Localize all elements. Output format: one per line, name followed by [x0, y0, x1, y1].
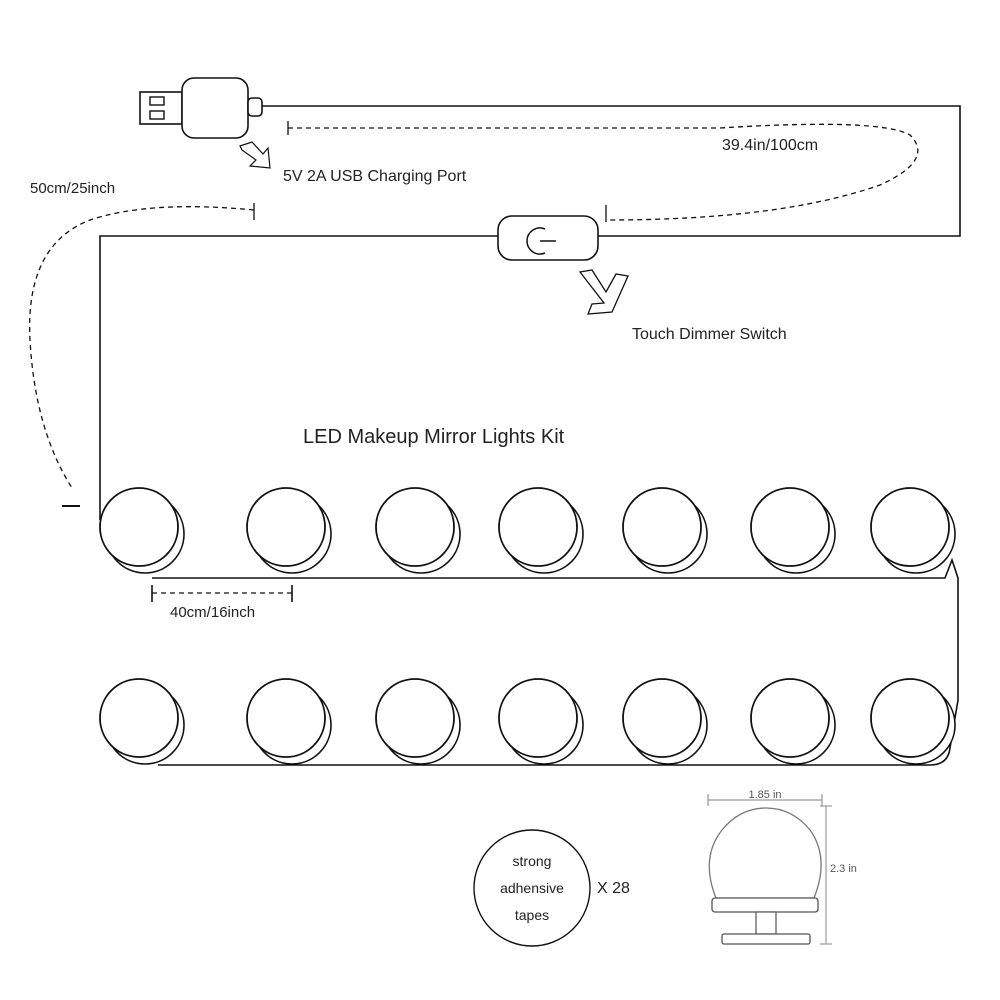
outlined-arrow-icon — [578, 269, 629, 315]
led-bulb-icon — [750, 678, 836, 765]
lead-length-measure: 50cm/25inch — [28, 180, 255, 507]
usb-port-label: 5V 2A USB Charging Port — [283, 168, 467, 185]
led-bulb-icon — [498, 678, 584, 765]
adhesive-tapes-badge: strong adhensive tapes — [473, 829, 591, 947]
led-bulb-icon — [246, 487, 332, 574]
led-bulb-icon — [622, 487, 708, 574]
led-bulb-icon — [750, 487, 836, 574]
led-bulb-icon — [375, 487, 461, 574]
diagram-title: LED Makeup Mirror Lights Kit — [303, 426, 565, 448]
bulb-width-label: 1.85 in — [748, 789, 781, 801]
led-bulb-icon — [99, 487, 185, 574]
bulb-detail: 1.85 in 2.3 in — [707, 789, 857, 945]
tapes-line-1: strong — [513, 853, 552, 869]
lead-length-label: 50cm/25inch — [30, 180, 115, 197]
led-bulb-icon — [99, 678, 185, 765]
led-bulb-icon — [375, 678, 461, 765]
outlined-arrow-icon — [239, 141, 271, 169]
dimmer-switch-label: Touch Dimmer Switch — [632, 326, 787, 343]
led-bulb-icon — [622, 678, 708, 765]
touch-switch-icon — [497, 215, 599, 261]
bulb-height-label: 2.3 in — [830, 863, 857, 875]
bulb-spacing-measure — [151, 585, 293, 602]
usb-plug-icon — [139, 77, 263, 139]
lead-cable — [99, 235, 498, 520]
tapes-line-3: tapes — [515, 907, 549, 923]
led-bulb-icon — [870, 487, 956, 574]
cable-length-measure — [287, 121, 919, 222]
led-bulb-icon — [498, 487, 584, 574]
led-bulb-icon — [246, 678, 332, 765]
tapes-count: X 28 — [597, 880, 630, 897]
led-bulb-icon — [870, 678, 956, 765]
bulb-spacing-label: 40cm/16inch — [170, 604, 255, 621]
power-cable — [262, 105, 961, 237]
bulb-row-cable — [152, 557, 959, 766]
bulbs-layer — [99, 487, 956, 765]
cable-length-label: 39.4in/100cm — [722, 137, 818, 154]
tapes-line-2: adhensive — [500, 880, 564, 896]
